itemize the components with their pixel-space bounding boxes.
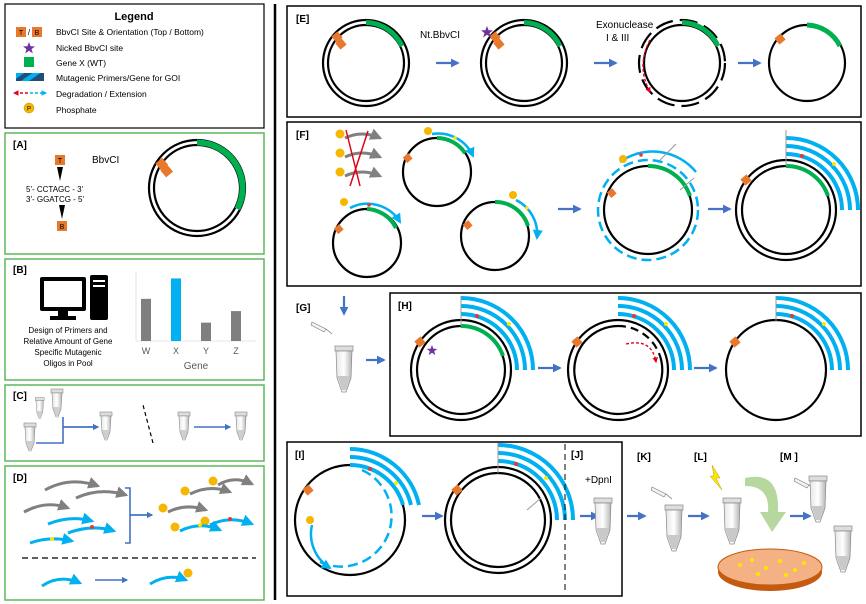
legend-item-label: Gene X (WT): [56, 58, 106, 68]
plasmid: [401, 127, 475, 208]
tube-icon: [334, 345, 354, 393]
panel-label: [M ]: [780, 452, 798, 463]
panel-label: [I]: [295, 450, 304, 461]
panel-label: [A]: [13, 140, 27, 151]
monitor-icon: [40, 277, 86, 320]
tube-icon: [833, 525, 853, 573]
svg-text:B: B: [60, 224, 65, 231]
caption-line: Relative Amount of Gene: [24, 337, 113, 346]
exonuclease-label: I & III: [606, 33, 629, 44]
plasmid: [409, 296, 535, 422]
panel-label: [B]: [13, 265, 27, 276]
sequence-top: 5'- CCTAGC - 3': [26, 185, 84, 194]
panel-b: [B] Design of Primers and Relative Amoun…: [4, 258, 265, 381]
panel-m: [M ]: [780, 452, 853, 573]
legend-item-label: Phosphate: [56, 105, 97, 115]
panel-c: [C]: [4, 384, 265, 462]
panel-g: [G]: [296, 296, 386, 393]
star-icon: [481, 26, 493, 38]
lightning-icon: [709, 464, 723, 491]
tube-icon: [664, 504, 684, 552]
plasmid: [147, 138, 247, 238]
panel-label: [H]: [398, 301, 412, 312]
plasmid: [734, 130, 860, 262]
panel-label: [C]: [13, 391, 27, 402]
plasmid: [566, 296, 692, 422]
computer-tower-icon: [90, 275, 108, 320]
bar-z: [231, 311, 241, 341]
reagent-label: +DpnI: [585, 475, 612, 486]
panel-d: [D]: [4, 465, 265, 601]
panel-label: [D]: [13, 473, 27, 484]
panel-k: [K]: [627, 452, 710, 552]
enzyme-name: BbvCI: [92, 155, 119, 166]
tube-icon: [722, 497, 742, 545]
tube-icon: [808, 475, 828, 523]
exonuclease-label: Exonuclease: [596, 20, 654, 31]
caption-line: Specific Mutagenic: [34, 348, 101, 357]
phosphate-letter: P: [27, 107, 31, 113]
svg-text:T: T: [58, 158, 63, 165]
site-tag-top-letter: T: [19, 30, 24, 37]
legend-panel: Legend T / B BbvCI Site & Orientation (T…: [4, 3, 265, 129]
plasmid: [767, 22, 847, 103]
panel-i: [I]: [286, 441, 623, 597]
bar-w: [141, 298, 151, 341]
site-tag-icon: B: [57, 205, 67, 231]
x-tick-label: W: [142, 346, 151, 356]
plasmid: [637, 18, 727, 108]
panel-a: [A] BbvCI T 5'- CCTAGC - 3' 3'- GGATCG -…: [4, 132, 265, 255]
plasmid: [293, 447, 421, 577]
panel-e: [E] Nt.BbvCI Exonuclease I & III: [286, 5, 862, 118]
star-icon: [23, 42, 35, 54]
caption-line: Design of Primers and: [28, 326, 107, 335]
plasmid: [724, 296, 850, 422]
star-icon: [426, 345, 438, 356]
panel-label: [K]: [637, 452, 651, 463]
site-tag-bottom-letter: B: [35, 30, 40, 37]
plasmid: [321, 18, 411, 108]
bar-y: [201, 322, 211, 341]
panel-label: [L]: [694, 452, 707, 463]
caption-line: Oligos in Pool: [43, 359, 93, 368]
enzyme-name: Nt.BbvCI: [420, 30, 460, 41]
petri-dish-icon: [717, 548, 823, 591]
striped-bar-icon: [16, 73, 44, 81]
site-tag-icon: T / B: [16, 27, 42, 37]
legend-item-label: BbvCI Site & Orientation (Top / Bottom): [56, 27, 204, 37]
phosphate-icon: P: [23, 102, 35, 114]
panel-f: [F]: [286, 121, 862, 287]
pipette-icon: [650, 486, 673, 500]
x-tick-label: Y: [203, 346, 209, 356]
plasmid: [331, 198, 403, 279]
bar-chart: W X Y Z Gene: [135, 272, 256, 372]
panel-label: [G]: [296, 303, 310, 314]
x-tick-label: Z: [233, 346, 239, 356]
panel-label: [F]: [296, 130, 309, 141]
legend-item-label: Degradation / Extension: [56, 89, 147, 99]
pipette-icon: [310, 321, 333, 335]
panel-l: [L]: [694, 452, 823, 591]
plasmid: [596, 143, 700, 262]
plasmid: [443, 443, 575, 575]
x-tick-label: X: [173, 346, 179, 356]
legend-item-label: Nicked BbvCI site: [56, 43, 123, 53]
plasmid: [459, 191, 543, 272]
legend-item-label: Mutagenic Primers/Gene for GOI: [56, 73, 180, 83]
plasmid: [479, 18, 569, 108]
panel-label: [J]: [571, 450, 583, 461]
svg-text:/: /: [28, 28, 31, 37]
sequence-bottom: 3'- GGATCG - 5': [26, 195, 84, 204]
panel-label: [E]: [296, 14, 309, 25]
panel-j: [J] +DpnI: [571, 450, 613, 545]
panel-h: [H]: [389, 292, 862, 437]
legend-title: Legend: [114, 11, 153, 23]
site-tag-icon: T: [55, 155, 65, 181]
bar-x: [171, 278, 181, 341]
x-axis-title: Gene: [184, 361, 209, 372]
green-square-icon: [24, 57, 34, 67]
